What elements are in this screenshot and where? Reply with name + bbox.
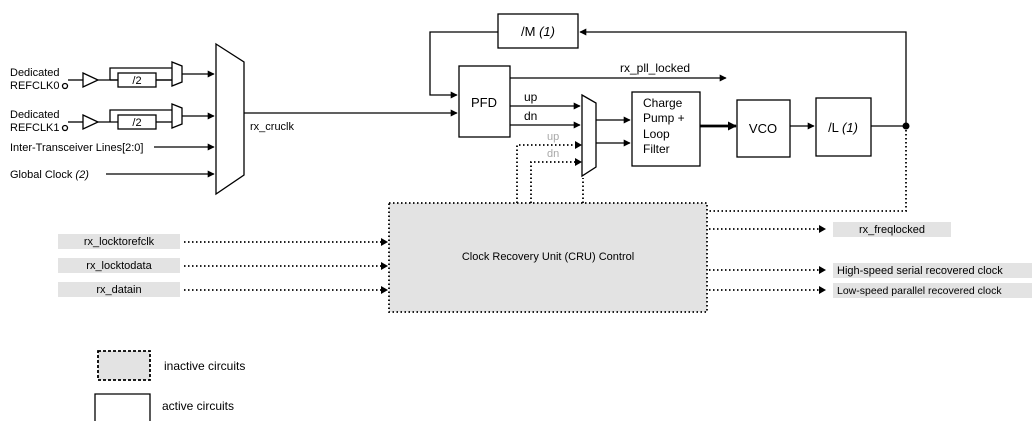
pfd-box bbox=[458, 65, 511, 138]
cru-control-block bbox=[388, 202, 708, 313]
charge-pump-line3: Loop bbox=[643, 127, 670, 141]
rx-freqlocked-bg bbox=[833, 222, 951, 237]
cru-dn-arrowhead bbox=[575, 158, 582, 166]
m-divider-box bbox=[497, 13, 579, 49]
input-clock-mux bbox=[215, 42, 245, 196]
vco-label: VCO bbox=[749, 121, 777, 136]
rx-pll-locked-label: rx_pll_locked bbox=[620, 61, 690, 75]
cru-dn-dotted-wire bbox=[530, 161, 580, 203]
refclk1-label-line1: Dedicated bbox=[10, 109, 60, 121]
rx-locktorefclk-label: rx_locktorefclk bbox=[84, 236, 155, 248]
cru-control-label: Clock Recovery Unit (CRU) Control bbox=[462, 251, 634, 263]
cru-up-label: up bbox=[547, 131, 559, 143]
rx-datain-bg bbox=[58, 282, 180, 297]
legend-active-label: active circuits bbox=[162, 399, 234, 413]
m-divider-label: /M (1) bbox=[521, 24, 555, 39]
ls-parallel-clock-arrowhead bbox=[819, 286, 826, 294]
cru-dn-label: dn bbox=[547, 148, 559, 160]
global-clock-input: Global Clock (2) bbox=[10, 169, 215, 181]
hs-serial-clock-label: High-speed serial recovered clock bbox=[837, 265, 1003, 277]
rx-freqlocked-label: rx_freqlocked bbox=[859, 224, 925, 236]
rx-datain-arrowhead bbox=[381, 286, 388, 294]
refclk1-buffer-icon bbox=[82, 113, 100, 131]
legend-active-swatch bbox=[94, 393, 151, 421]
rx-locktorefclk-bg bbox=[58, 234, 180, 249]
refclk0-mux bbox=[171, 61, 183, 87]
refclk1-div-wire bbox=[109, 109, 172, 122]
m-to-pfd-wire bbox=[429, 31, 498, 99]
pfd-label: PFD bbox=[471, 95, 497, 110]
charge-pump-line1: Charge bbox=[643, 96, 683, 110]
feedback-to-cru-dotted-wire bbox=[708, 126, 907, 212]
refclk0-label-line2: REFCLK0 bbox=[10, 80, 60, 92]
hs-serial-clock-arrowhead bbox=[819, 266, 826, 274]
refclk0-div-wire bbox=[109, 67, 172, 80]
rx-locktodata-label: rx_locktodata bbox=[86, 260, 152, 272]
ls-parallel-clock-bg bbox=[833, 283, 1032, 298]
refclk1-label-line2: REFCLK1 bbox=[10, 122, 60, 134]
l-divider-box bbox=[815, 97, 872, 157]
rx-locktodata-bg bbox=[58, 258, 180, 273]
rx-cruclk-label: rx_cruclk bbox=[250, 121, 295, 133]
refclk0-inverted-pin-icon bbox=[61, 82, 69, 90]
legend-inactive-swatch bbox=[97, 350, 151, 381]
global-clock-label: Global Clock (2) bbox=[10, 169, 89, 181]
inter-transceiver-label: Inter-Transceiver Lines[2:0] bbox=[10, 142, 143, 154]
rx-datain-label: rx_datain bbox=[96, 284, 141, 296]
vco-box bbox=[736, 99, 791, 158]
charge-pump-line2: Pump + bbox=[643, 111, 685, 125]
refclk1-input: Dedicated REFCLK1 /2 bbox=[10, 103, 215, 134]
legend-inactive-label: inactive circuits bbox=[164, 359, 245, 373]
l-divider-label: /L (1) bbox=[828, 120, 858, 135]
refclk1-inverted-pin-icon bbox=[61, 124, 69, 132]
rx-locktodata-arrowhead bbox=[381, 262, 388, 270]
ls-parallel-clock-label: Low-speed parallel recovered clock bbox=[837, 285, 1002, 297]
refclk0-input: Dedicated REFCLK0 /2 bbox=[10, 61, 215, 92]
refclk1-mux bbox=[171, 103, 183, 129]
updn-select-mux bbox=[581, 93, 597, 178]
refclk1-divider-label: /2 bbox=[132, 117, 141, 129]
refclk0-label-line1: Dedicated bbox=[10, 67, 60, 79]
hs-serial-clock-bg bbox=[833, 263, 1032, 278]
cru-up-dotted-wire bbox=[516, 144, 580, 203]
feedback-to-m-wire bbox=[579, 28, 907, 126]
cru-up-arrowhead bbox=[575, 141, 582, 149]
charge-pump-line4: Filter bbox=[643, 142, 670, 156]
rx-freqlocked-arrowhead bbox=[819, 225, 826, 233]
pfd-dn-label: dn bbox=[524, 109, 537, 123]
pfd-up-label: up bbox=[524, 90, 538, 104]
charge-pump-box bbox=[631, 91, 701, 167]
refclk0-buffer-icon bbox=[82, 71, 100, 89]
refclk0-divider-label: /2 bbox=[132, 75, 141, 87]
inter-transceiver-input: Inter-Transceiver Lines[2:0] bbox=[10, 142, 215, 154]
rx-locktorefclk-arrowhead bbox=[381, 238, 388, 246]
